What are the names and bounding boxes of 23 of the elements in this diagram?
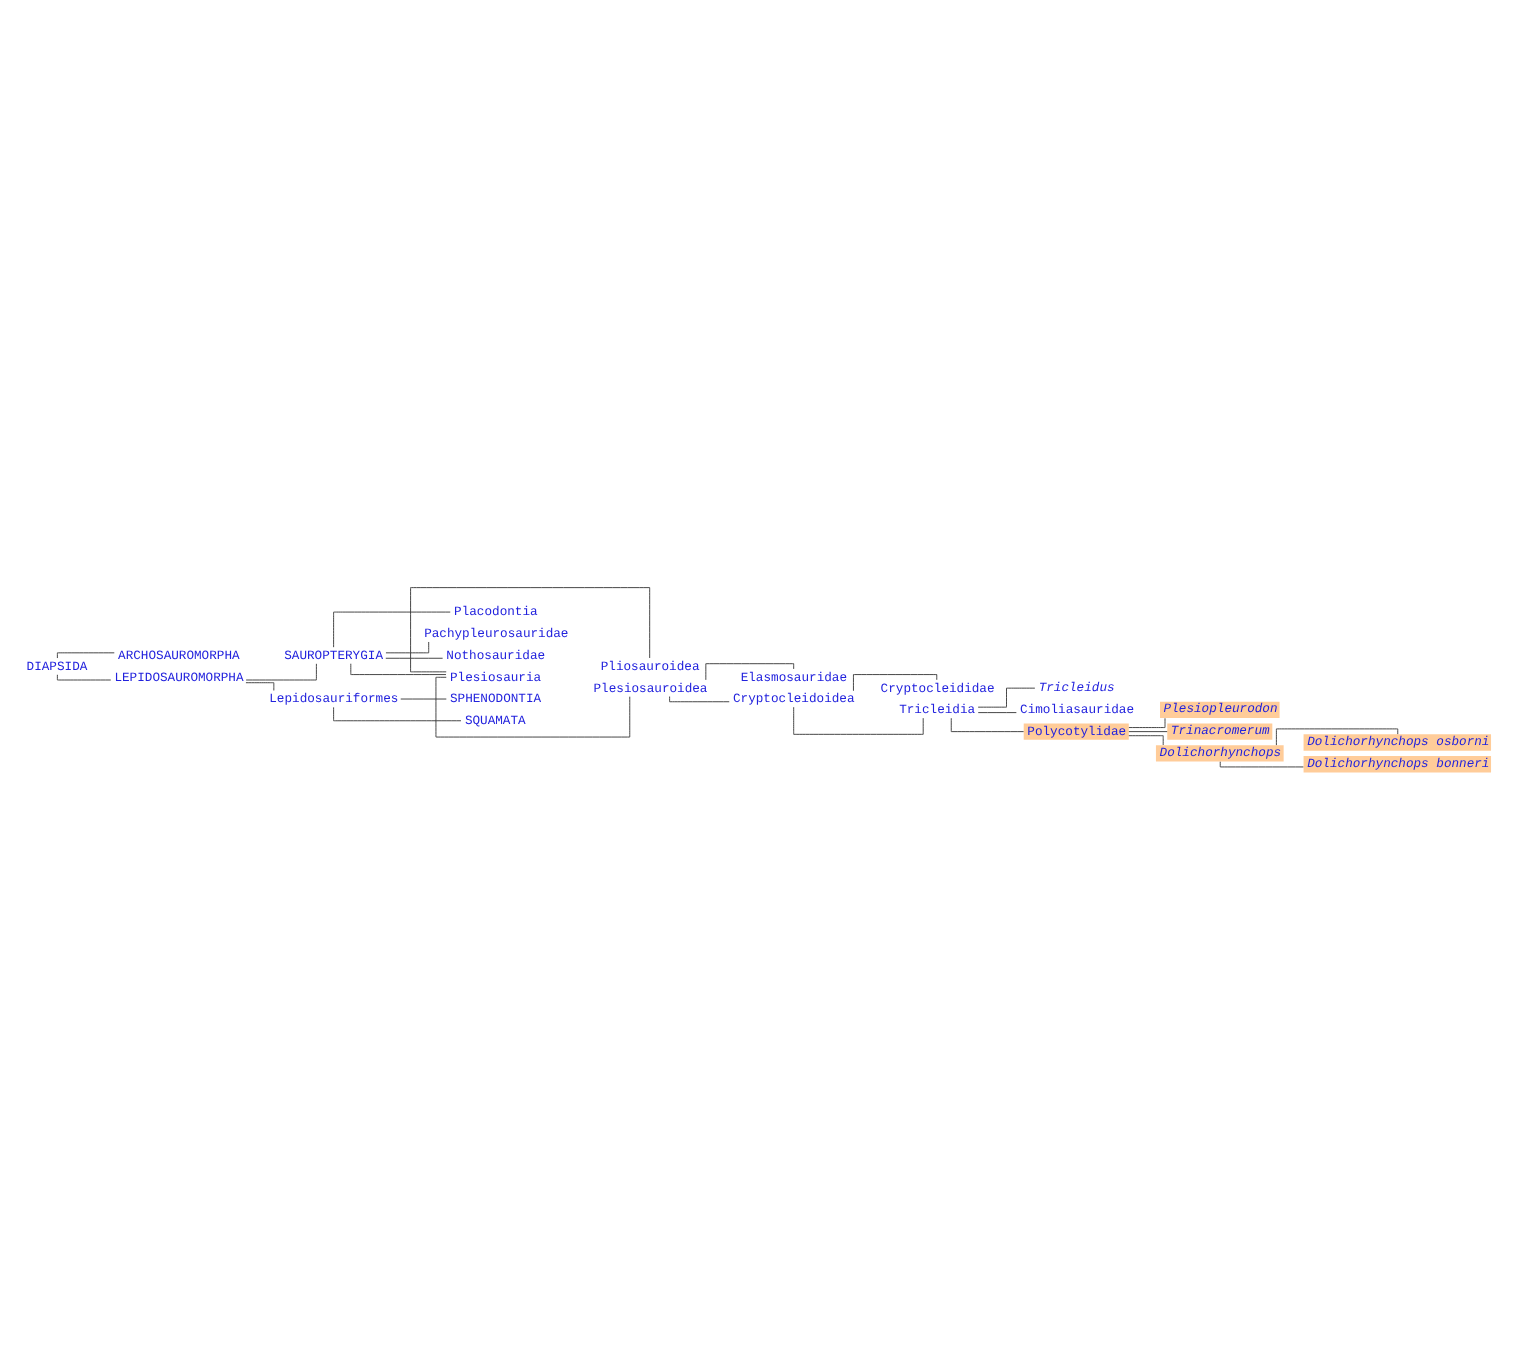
connector <box>669 695 730 702</box>
connector <box>385 656 444 658</box>
connector <box>853 673 938 691</box>
connector <box>1128 730 1168 732</box>
connector <box>333 610 451 647</box>
connector <box>793 705 924 734</box>
connector <box>385 640 430 653</box>
connector <box>400 697 447 699</box>
connector <box>245 662 317 680</box>
connector <box>56 673 112 680</box>
connector <box>1128 716 1166 727</box>
connector <box>410 586 651 672</box>
connector <box>333 705 462 721</box>
connector <box>977 711 1017 713</box>
connector <box>977 686 1036 707</box>
connector <box>705 662 795 680</box>
connector <box>350 662 447 675</box>
connector <box>1275 727 1399 745</box>
connector <box>245 681 275 690</box>
connector <box>1128 734 1164 745</box>
connector <box>56 651 115 658</box>
connector <box>435 675 631 737</box>
connector <box>950 716 1025 732</box>
